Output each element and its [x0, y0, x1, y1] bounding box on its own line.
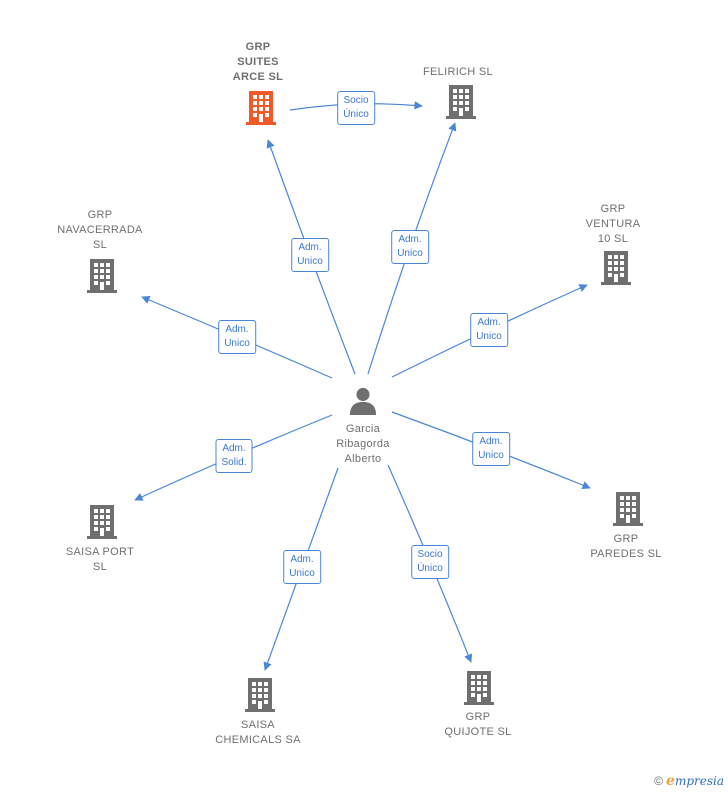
building-icon-grp-navacerrada[interactable]: [87, 259, 117, 293]
center-person-label[interactable]: Garcia Ribagorda Alberto: [336, 423, 390, 465]
empresia-logo: empresia: [666, 773, 724, 789]
building-icon-saisa-chemicals[interactable]: [245, 678, 275, 712]
company-label-grp-ventura-10[interactable]: GRP VENTURA 10 SL: [585, 203, 641, 245]
building-icon-saisa-port[interactable]: [87, 505, 117, 539]
company-label-grp-suites-arce[interactable]: GRP SUITES ARCE SL: [232, 41, 284, 83]
edge-label-grp-quijote[interactable]: Socio Único: [411, 545, 449, 579]
company-label-saisa-chemicals[interactable]: SAISA CHEMICALS SA: [215, 719, 301, 746]
footer-brand[interactable]: © empresia: [654, 773, 724, 789]
company-label-grp-quijote[interactable]: GRP QUIJOTE SL: [444, 711, 512, 738]
edge-label-grp-suites-arce[interactable]: Adm. Unico: [291, 238, 329, 272]
company-label-saisa-port[interactable]: SAISA PORT SL: [65, 546, 135, 573]
building-icon-grp-quijote[interactable]: [464, 671, 494, 705]
company-label-felirich[interactable]: FELIRICH SL: [423, 66, 493, 78]
edge-label-grp-ventura-10[interactable]: Adm. Unico: [470, 313, 508, 347]
person-icon[interactable]: [349, 387, 377, 415]
building-icon-grp-paredes[interactable]: [613, 492, 643, 526]
edge-label-saisa-chemicals[interactable]: Adm. Unico: [283, 550, 321, 584]
company-label-grp-paredes[interactable]: GRP PAREDES SL: [590, 533, 662, 560]
edge-label-felirich[interactable]: Adm. Unico: [391, 230, 429, 264]
edge-label-felirich[interactable]: Socio Único: [337, 91, 375, 125]
nodes-layer: [87, 85, 643, 712]
company-label-grp-navacerrada[interactable]: GRP NAVACERRADA SL: [57, 209, 143, 251]
building-icon-felirich[interactable]: [446, 85, 476, 119]
edges-layer: [134, 101, 591, 671]
building-icon-grp-suites-arce[interactable]: [246, 91, 276, 125]
edge-label-grp-navacerrada[interactable]: Adm. Unico: [218, 320, 256, 354]
edge-label-saisa-port[interactable]: Adm. Solid.: [215, 439, 253, 473]
edge-label-grp-paredes[interactable]: Adm. Unico: [472, 432, 510, 466]
copyright-icon: ©: [654, 774, 664, 788]
building-icon-grp-ventura-10[interactable]: [601, 251, 631, 285]
